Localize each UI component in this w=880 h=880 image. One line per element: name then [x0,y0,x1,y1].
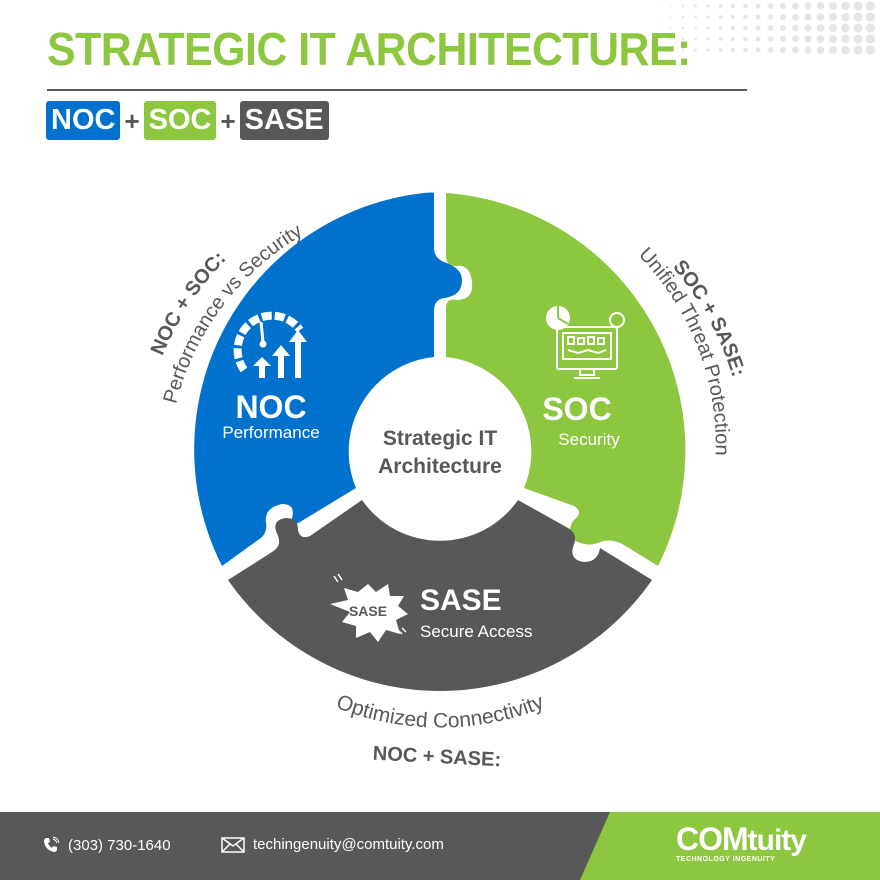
noc-segment [194,192,462,566]
sase-title: SASE [420,584,502,617]
soc-subtitle: Security [558,430,620,449]
logo-tagline: TECHNOLOGY INGENUITY [676,856,776,863]
decorative-dot-grid [657,1,876,55]
footer-logo-panel [580,812,880,880]
plus-sign: + [124,105,140,136]
plus-sign: + [220,105,236,136]
sase-starburst-icon: SASE [330,573,408,642]
email-address: techingenuity@comtuity.com [253,836,444,853]
sase-subtitle: Secure Access [420,622,532,641]
logo-main-text: COM [676,821,749,857]
noc-sase-heading: NOC + SASE: [372,743,501,772]
noc-subtitle: Performance [222,423,319,442]
center-circle [354,366,526,538]
center-label-line2: Architecture [378,455,502,478]
phone-icon [44,836,60,852]
noc-sase-text: Optimized Connectivity [333,690,547,732]
tag-noc: NOC [46,101,121,140]
soc-title: SOC [542,391,611,427]
page-title: STRATEGIC IT ARCHITECTURE: [47,23,691,75]
monitor-dashboard-icon [546,306,625,379]
sase-segment [228,500,652,691]
phone-contact[interactable]: (303) 730-1640 [42,836,171,854]
soc-segment [446,193,686,566]
title-divider [47,89,747,91]
tag-soc: SOC [143,101,217,140]
email-contact[interactable]: techingenuity@comtuity.com [221,836,444,853]
logo-accent-text: tuity [747,824,807,857]
performance-gauge-icon [233,311,307,378]
comtuity-logo: COMtuity TECHNOLOGY INGENUITY [676,821,807,863]
phone-number: (303) 730-1640 [68,836,171,854]
tag-sase: SASE [239,101,329,140]
sase-badge-label: SASE [349,603,387,619]
center-label-line1: Strategic IT [383,427,498,450]
component-tags: NOC + SOC + SASE [46,101,329,140]
noc-title: NOC [235,389,306,425]
envelope-icon [221,836,245,853]
